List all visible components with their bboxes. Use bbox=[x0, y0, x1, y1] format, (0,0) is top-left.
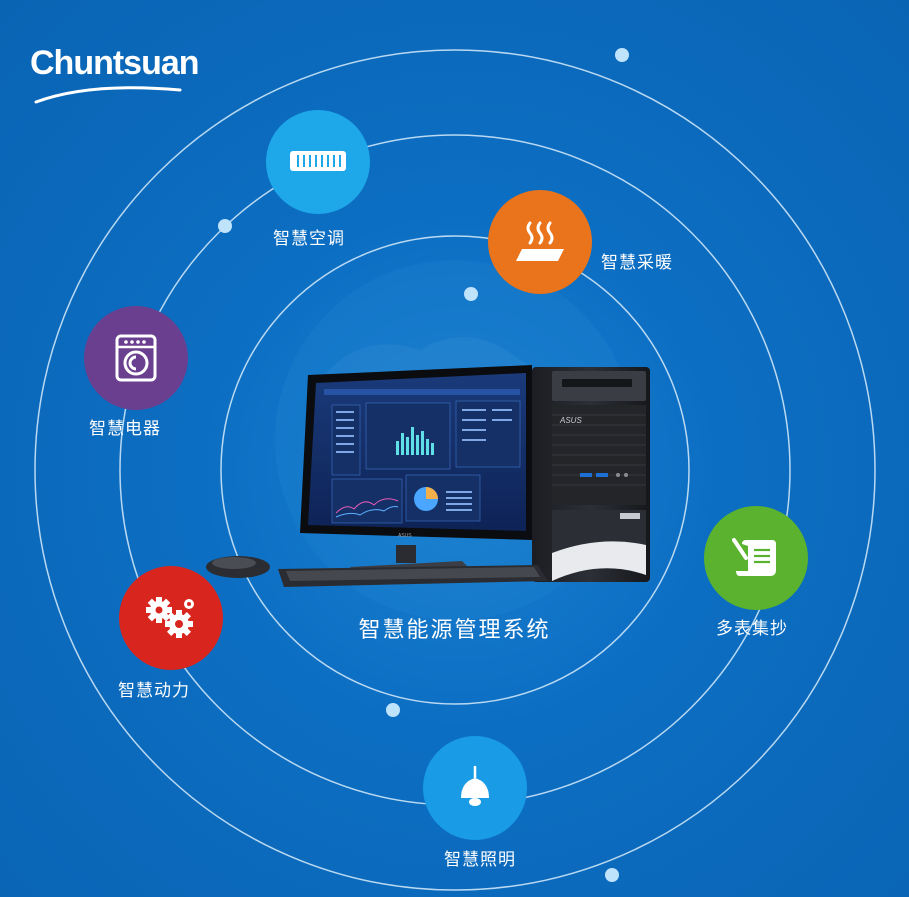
orbit-dot bbox=[386, 703, 400, 717]
module-smart-lighting[interactable] bbox=[423, 736, 527, 840]
module-smart-appliance[interactable] bbox=[84, 306, 188, 410]
monitor-brand: ASUS bbox=[398, 533, 412, 539]
module-label: 智慧采暖 bbox=[601, 253, 673, 273]
orbit-dot bbox=[605, 868, 619, 882]
meter-reading-icon bbox=[732, 538, 776, 576]
orbit-dot bbox=[464, 287, 478, 301]
keyboard-and-mouse bbox=[206, 556, 548, 587]
orbit-dot bbox=[218, 219, 232, 233]
tower-brand: ASUS bbox=[559, 416, 582, 425]
module-label: 智慧照明 bbox=[444, 850, 516, 870]
brand-logo: Chuntsuan bbox=[30, 44, 200, 104]
desktop-computer-illustration: ASUS ASUS bbox=[206, 365, 650, 587]
air-conditioner-icon bbox=[290, 151, 346, 171]
brand-name: Chuntsuan bbox=[30, 44, 200, 82]
orbit-dot bbox=[615, 48, 629, 62]
lamp-icon bbox=[461, 766, 489, 806]
monitor: ASUS bbox=[300, 365, 532, 575]
module-meter-reading[interactable] bbox=[704, 506, 808, 610]
pc-tower: ASUS bbox=[532, 367, 650, 582]
heating-icon bbox=[516, 221, 564, 261]
washing-machine-icon bbox=[115, 334, 157, 382]
module-smart-heating[interactable] bbox=[488, 190, 592, 294]
module-smart-ac[interactable] bbox=[266, 110, 370, 214]
module-label: 多表集抄 bbox=[716, 619, 788, 639]
gears-icon bbox=[146, 597, 194, 638]
logo-swoosh-icon bbox=[34, 86, 182, 104]
module-label: 智慧电器 bbox=[89, 419, 161, 439]
module-smart-power[interactable] bbox=[119, 566, 223, 670]
center-title: 智慧能源管理系统 bbox=[358, 618, 551, 643]
module-label: 智慧动力 bbox=[118, 681, 190, 701]
module-label: 智慧空调 bbox=[273, 229, 345, 249]
